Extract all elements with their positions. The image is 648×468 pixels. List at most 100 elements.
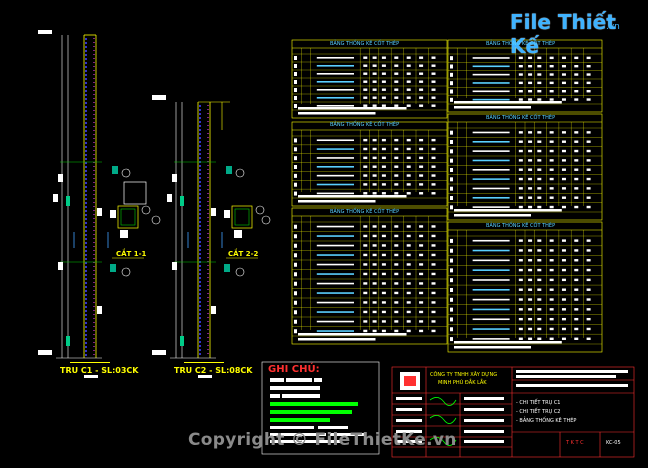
table-grid-mark (450, 205, 453, 210)
table-grid-mark (450, 140, 453, 144)
table-grid-mark (586, 90, 591, 93)
table-grid-mark (518, 98, 523, 101)
table-grid-mark (394, 253, 399, 257)
table-grid-mark (450, 72, 453, 77)
table-grid-mark (586, 308, 591, 311)
table-grid-mark (528, 205, 533, 209)
table-grid-mark (549, 278, 554, 282)
table-grid-mark (431, 291, 436, 295)
table-grid-mark (549, 308, 554, 311)
table-grid-mark (561, 337, 566, 340)
table-grid-mark (372, 263, 377, 266)
column-c2-elevation (152, 95, 230, 378)
table-grid-mark (518, 288, 523, 291)
table-grid-mark (549, 288, 554, 291)
table-grid-mark (528, 187, 533, 190)
table-grid-mark (381, 104, 386, 107)
table-grid-mark (574, 327, 579, 331)
table-grid-mark (406, 310, 411, 314)
table-grid-mark (394, 291, 399, 295)
table-grid-mark (406, 291, 411, 295)
table-grid-mark (363, 64, 368, 67)
table-grid-mark (450, 97, 453, 102)
table-grid-mark (549, 177, 554, 181)
table-grid-mark (394, 301, 399, 304)
table-grid-mark (363, 88, 368, 91)
table-grid-mark (537, 90, 542, 93)
filethietke-logo[interactable]: File Thiết Kế .vn (508, 10, 624, 58)
table-grid-mark (381, 80, 386, 83)
logo-suffix: .vn (606, 22, 620, 32)
table-grid-mark (472, 141, 510, 143)
table-grid-mark (294, 88, 297, 92)
table-grid-mark (537, 327, 542, 331)
table-grid-mark (363, 272, 368, 276)
table-grid-mark (381, 72, 386, 75)
table-grid-mark (294, 182, 297, 187)
table-grid-mark (294, 253, 297, 258)
table-grid-mark (528, 90, 533, 93)
table-grid-mark (561, 308, 566, 311)
table-grid-mark (528, 249, 533, 252)
title-block (391, 366, 635, 458)
table-grid-mark (431, 320, 436, 323)
table-grid-mark (574, 159, 579, 162)
table-grid-mark (518, 131, 523, 134)
company-name: CÔNG TY TNHH XÂY DỰNG (430, 372, 498, 378)
table-grid-mark (537, 56, 542, 60)
table-grid-mark (372, 329, 377, 333)
table-grid-mark (431, 244, 436, 247)
table-grid-mark (586, 298, 591, 301)
table-grid-mark (419, 56, 424, 59)
table-grid-mark (518, 187, 523, 190)
table-grid-mark (549, 73, 554, 76)
table-grid-mark (363, 301, 368, 304)
table-grid-mark (431, 234, 436, 238)
table-grid-mark (586, 168, 591, 171)
steel-schedule-tables (291, 39, 603, 353)
table-grid-mark (586, 56, 591, 60)
notes-title: GHI CHÚ: (268, 364, 320, 375)
table-grid-mark (518, 337, 523, 340)
table-grid-mark (431, 156, 436, 160)
table-grid-mark (472, 159, 510, 162)
table-grid-mark (518, 196, 523, 199)
table-grid-mark (472, 65, 510, 68)
table-grid-mark (372, 56, 377, 59)
table-grid-mark (537, 98, 542, 101)
table-grid-mark (372, 272, 377, 276)
table-grid-mark (394, 263, 399, 266)
table-grid-mark (406, 88, 411, 91)
table-grid-mark (528, 337, 533, 340)
logo-text: File Thiết Kế (510, 10, 616, 58)
table-grid-mark (419, 320, 424, 323)
table-grid-mark (537, 196, 542, 199)
table-grid-mark (372, 282, 377, 285)
table-grid-mark (381, 301, 386, 304)
table-grid-mark (537, 65, 542, 68)
design-phase: T K T C (566, 440, 584, 446)
table-grid-mark (363, 329, 368, 333)
table-grid-mark (372, 244, 377, 247)
table-grid-mark (528, 196, 533, 199)
table-grid-mark (372, 310, 377, 314)
table-grid-mark (574, 298, 579, 301)
table-grid-mark (537, 177, 542, 181)
table-grid-mark (363, 72, 368, 75)
table-grid-mark (450, 288, 453, 292)
table-grid-mark (363, 147, 368, 151)
table-grid-mark (472, 98, 510, 101)
table-grid-mark (298, 200, 376, 203)
table-grid-mark (472, 249, 510, 252)
table-grid-mark (372, 234, 377, 238)
column-c1-details (110, 166, 161, 277)
table-grid-mark (431, 253, 436, 257)
sheet-item-3: - BẢNG THỐNG KÊ THÉP (516, 418, 577, 424)
table-grid-mark (294, 234, 297, 239)
table-grid-mark (454, 209, 562, 212)
table-grid-mark (574, 98, 579, 101)
table-grid-mark (450, 327, 453, 332)
table-grid-mark (419, 80, 424, 83)
